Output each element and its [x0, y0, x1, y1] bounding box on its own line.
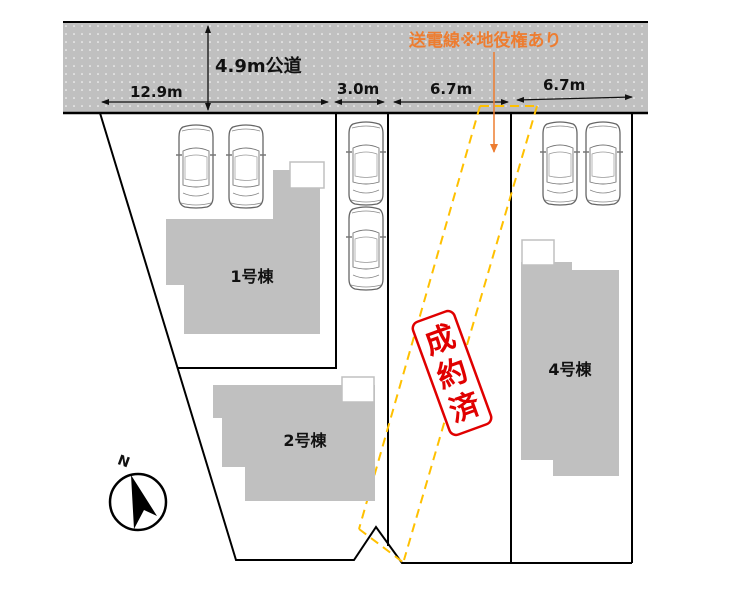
car-icon — [175, 124, 217, 209]
north-compass: N — [108, 452, 168, 532]
car-icon — [345, 121, 387, 206]
car-icon — [582, 121, 624, 206]
public-road — [63, 21, 648, 115]
dim-3-0: 3.0m — [337, 80, 379, 98]
dim-6-7-a: 6.7m — [430, 80, 472, 98]
lot-1-boundary — [178, 113, 337, 369]
entrance-porch — [521, 239, 555, 266]
lot-1-label: 1号棟 — [230, 267, 274, 286]
stamp-border — [411, 309, 493, 437]
sold-stamp: 成 約 済 — [411, 309, 493, 437]
entrance-porch — [289, 161, 325, 189]
easement-right — [403, 105, 538, 561]
car-icon — [539, 121, 581, 206]
frontage-dimensions: 12.9m 3.0m 6.7m 6.7m — [101, 76, 633, 105]
compass-north-label: N — [115, 452, 131, 471]
lot-2-label: 2号棟 — [283, 431, 327, 450]
outer-boundary — [99, 112, 632, 564]
dim-6-7-b: 6.7m — [543, 76, 585, 94]
lot-4-label: 4号棟 — [548, 360, 592, 379]
dim-12-9: 12.9m — [130, 83, 183, 101]
lot-2-building: 2号棟 — [213, 376, 375, 501]
easement-left — [358, 105, 481, 530]
road-label: 4.9m公道 — [215, 55, 302, 77]
lot-1-building: 1号棟 — [166, 161, 325, 334]
power-line-annotation: 送電線※地役権あり — [409, 30, 562, 153]
lot-boundaries — [99, 112, 633, 564]
lot-4-building: 4号棟 — [521, 239, 619, 476]
power-line-label: 送電線※地役権あり — [409, 30, 562, 51]
entrance-porch — [341, 376, 375, 403]
car-icon — [345, 206, 387, 291]
car-icon — [225, 124, 267, 209]
easement-bottom — [358, 528, 405, 564]
north-arrow-icon — [131, 475, 157, 529]
road-width-dimension: 4.9m公道 — [205, 25, 302, 111]
easement-lines — [358, 105, 538, 564]
